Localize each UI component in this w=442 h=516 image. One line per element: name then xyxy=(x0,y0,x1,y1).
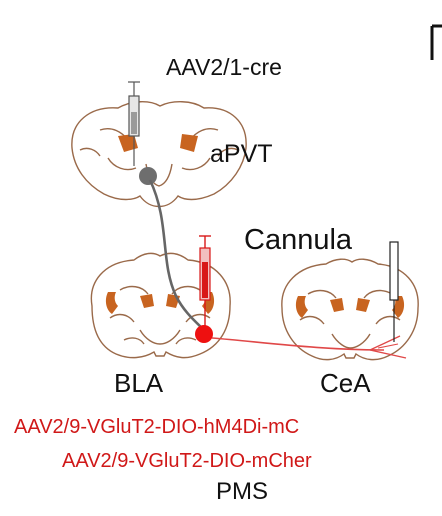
bla-ventricle-left xyxy=(140,294,154,308)
cannula-label: Cannula xyxy=(244,224,353,256)
cea-ventricle-right xyxy=(356,298,370,312)
brain-section-bla xyxy=(90,252,231,359)
bla-structure-left xyxy=(105,292,118,314)
region-label-cea: CeA xyxy=(320,368,371,398)
cea-structure-left xyxy=(295,296,308,318)
apvt-injection-site xyxy=(139,167,157,185)
projection-cea-branch-2 xyxy=(369,349,407,359)
projection-cea-branch-3 xyxy=(377,343,399,349)
virus-label-top: AAV2/1-cre xyxy=(166,54,282,80)
apvt-ventricle-left xyxy=(118,134,138,152)
projection-bla-to-cea xyxy=(211,337,385,351)
cea-structure-right xyxy=(392,296,405,318)
region-label-bla: BLA xyxy=(114,368,164,398)
apvt-ventricle-right xyxy=(180,134,198,152)
projection-apvt-to-bla xyxy=(148,179,205,331)
region-label-apvt: aPVT xyxy=(210,140,273,168)
cannula-implant xyxy=(389,241,399,342)
bla-injection-site xyxy=(195,325,213,343)
cea-ventricle-left xyxy=(330,298,344,312)
condition-label: PMS xyxy=(216,478,269,505)
projection-cea-branch-1 xyxy=(369,335,401,351)
panel-corner-mark xyxy=(430,24,442,60)
virus-label-mcherry: AAV2/9-VGluT2-DIO-mCher xyxy=(62,450,312,472)
brain-section-cea xyxy=(281,258,419,361)
virus-label-hm4di: AAV2/9-VGluT2-DIO-hM4Di-mC xyxy=(14,416,300,438)
syringe-gray xyxy=(128,81,140,166)
syringe-red xyxy=(199,235,211,326)
